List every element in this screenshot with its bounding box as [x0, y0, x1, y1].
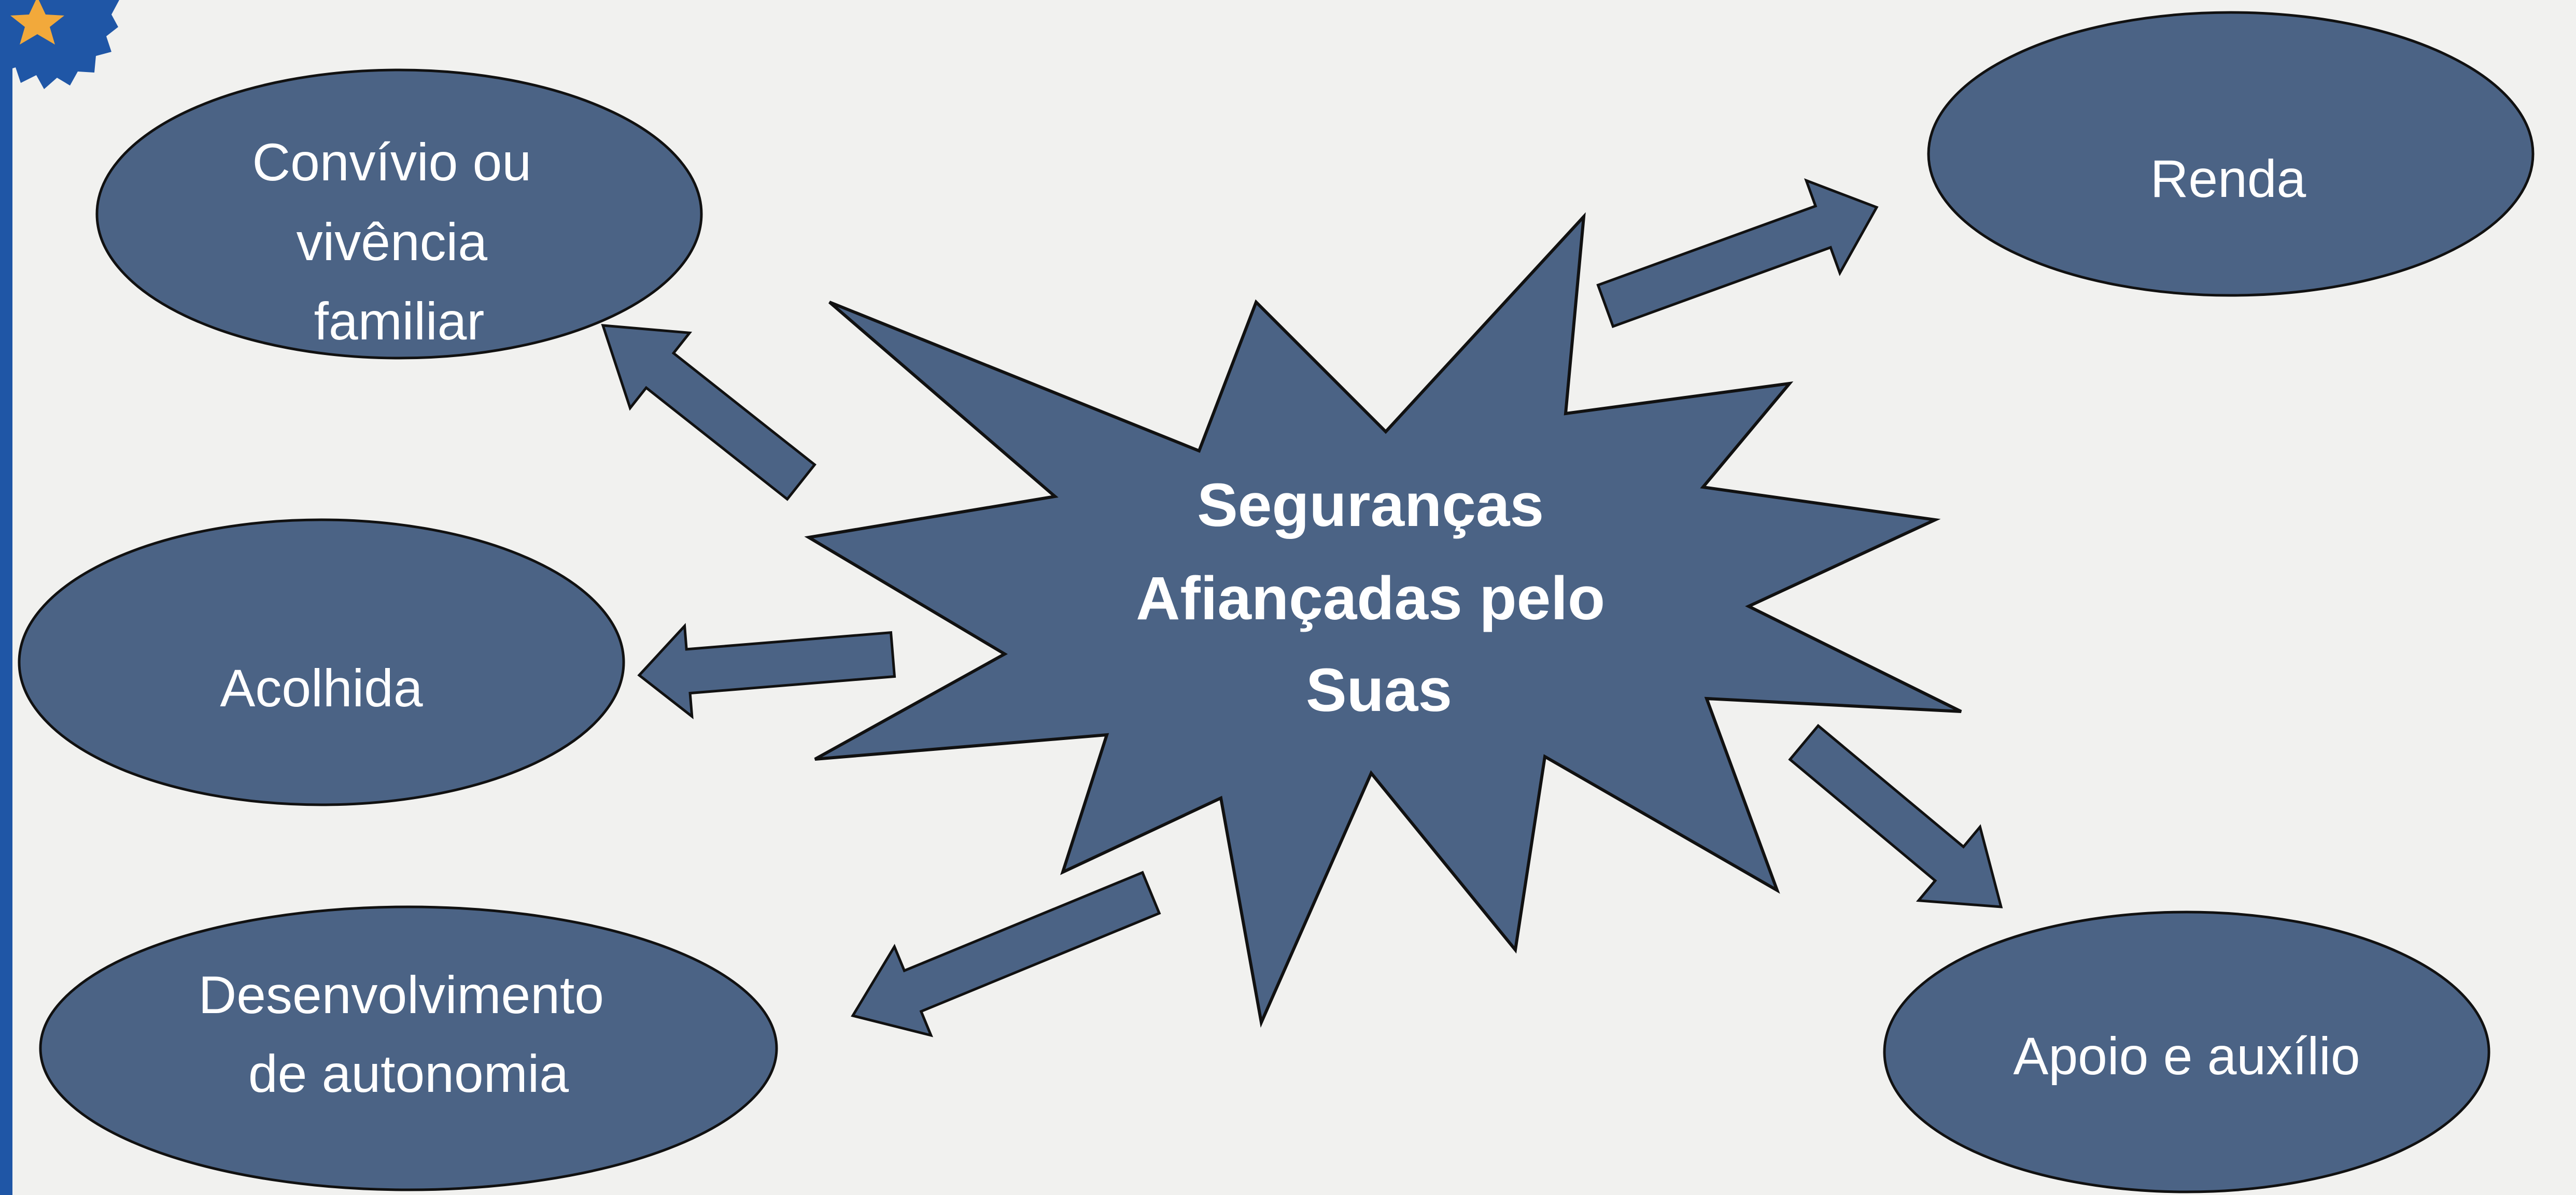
center-title-line-2: Afiançadas pelo	[1136, 564, 1605, 633]
arrow-to-apoio	[1788, 723, 2003, 908]
node-apoio-label: Apoio e auxílio	[2013, 1027, 2360, 1086]
center-title-line-3: Suas	[1306, 656, 1452, 724]
node-convivio-label: Convívio ou vivência familiar	[252, 133, 546, 351]
node-apoio-ellipse	[1883, 911, 2490, 1193]
badge-burst-shape	[0, 0, 119, 89]
node-apoio-line-1: Apoio e auxílio	[2013, 1027, 2360, 1086]
arrow-to-acolhida	[637, 623, 896, 719]
node-desenvolvimento-ellipse	[39, 905, 778, 1191]
node-acolhida-label: Acolhida	[220, 659, 423, 718]
badge-star-shape	[10, 0, 64, 45]
star-badge-icon	[0, 0, 119, 89]
center-title: Seguranças Afiançadas pelo Suas	[1136, 471, 1622, 724]
node-renda-ellipse	[1927, 11, 2535, 297]
center-starburst	[804, 212, 1962, 1028]
node-convivio-line-3: familiar	[314, 292, 485, 351]
arrow-to-desenvolvimento	[851, 871, 1161, 1037]
node-renda-line-1: Renda	[2150, 149, 2306, 208]
node-convivio-ellipse	[95, 68, 703, 360]
center-title-line-1: Seguranças	[1197, 471, 1544, 539]
node-convivio-line-2: vivência	[297, 212, 488, 272]
arrow-to-renda	[1596, 178, 1879, 329]
node-desenvolvimento-label: Desenvolvimento de autonomia	[199, 965, 619, 1103]
node-desenvolvimento-line-2: de autonomia	[248, 1044, 569, 1103]
node-renda-label: Renda	[2150, 149, 2306, 208]
arrow-to-convivio	[601, 324, 817, 501]
left-accent-bar	[0, 0, 12, 1195]
node-acolhida-ellipse	[18, 518, 625, 806]
node-acolhida-line-1: Acolhida	[220, 659, 423, 718]
node-convivio-line-1: Convívio ou	[252, 133, 532, 192]
node-desenvolvimento-line-1: Desenvolvimento	[199, 965, 604, 1025]
